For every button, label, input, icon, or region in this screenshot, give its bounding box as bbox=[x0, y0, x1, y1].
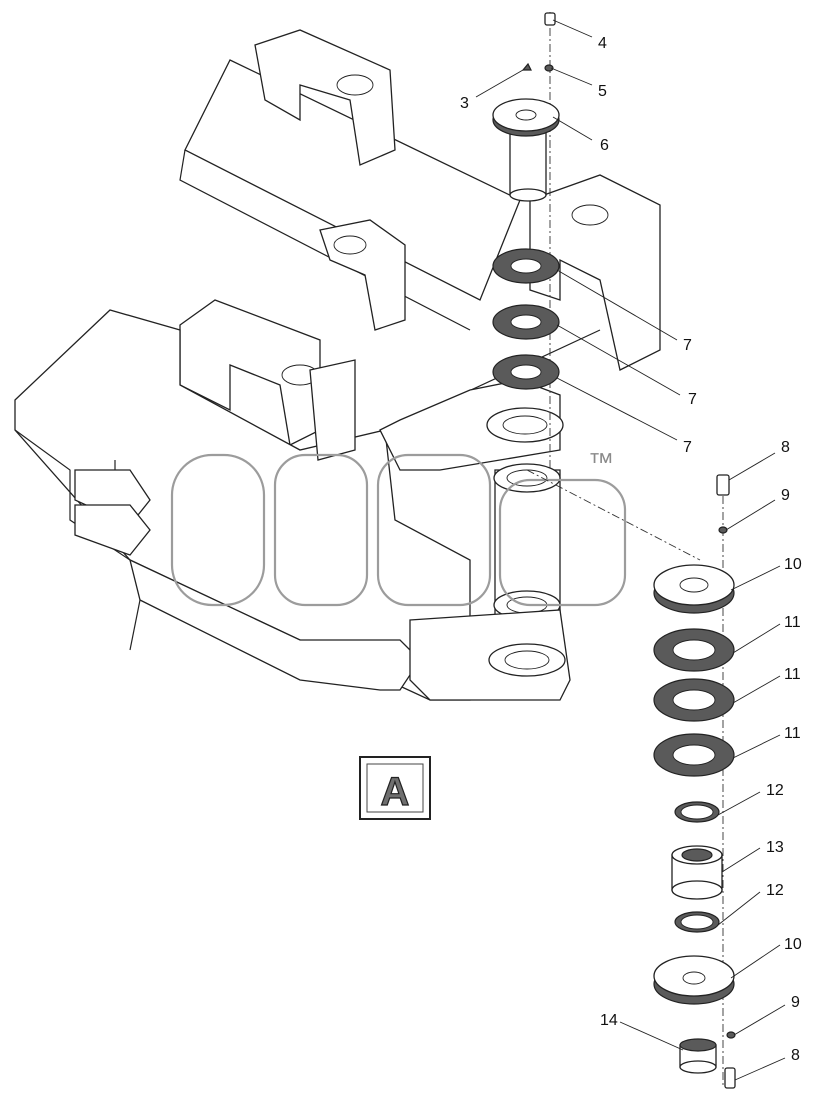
watermark-logo bbox=[170, 453, 627, 607]
callout-10-top: 10 bbox=[784, 556, 802, 573]
callout-4: 4 bbox=[598, 35, 607, 52]
view-badge: A bbox=[359, 756, 431, 820]
part-7-shims bbox=[492, 248, 560, 390]
part-10-flange-bottom bbox=[653, 955, 735, 1005]
callout-11-first: 11 bbox=[784, 614, 801, 631]
leader-lines bbox=[475, 19, 786, 1081]
callout-12-top: 12 bbox=[766, 782, 784, 799]
part-12-seal-bottom bbox=[674, 911, 720, 933]
part-8-bolt-bottom bbox=[724, 1067, 736, 1089]
machine-frame bbox=[14, 29, 661, 701]
callout-7-third: 7 bbox=[683, 439, 692, 456]
callout-11-second: 11 bbox=[784, 666, 801, 683]
part-9-washer-bottom bbox=[726, 1031, 736, 1039]
part-10-flange-top bbox=[653, 564, 735, 614]
callout-7-first: 7 bbox=[683, 337, 692, 354]
callout-12-bottom: 12 bbox=[766, 882, 784, 899]
part-9-washer-top bbox=[718, 526, 728, 534]
view-badge-letter: A bbox=[381, 770, 410, 814]
part-13-bushing bbox=[671, 845, 723, 900]
part-6-king-pin-flange bbox=[492, 98, 560, 202]
callout-5: 5 bbox=[598, 83, 607, 100]
part-8-bolt-top bbox=[716, 474, 730, 496]
callout-8-bottom: 8 bbox=[791, 1047, 800, 1064]
callout-9-bottom: 9 bbox=[791, 994, 800, 1011]
callout-3: 3 bbox=[460, 95, 469, 112]
callout-6: 6 bbox=[600, 137, 609, 154]
part-14-bushing bbox=[679, 1038, 717, 1074]
callout-8-top: 8 bbox=[781, 439, 790, 456]
callout-14: 14 bbox=[600, 1012, 618, 1029]
callout-10-bottom: 10 bbox=[784, 936, 802, 953]
watermark-trademark: ™ bbox=[588, 447, 614, 477]
part-12-seal-top bbox=[674, 801, 720, 823]
part-11-shims bbox=[653, 628, 735, 777]
callout-13: 13 bbox=[766, 839, 784, 856]
part-3-grease-fitting bbox=[521, 62, 532, 71]
callout-7-second: 7 bbox=[688, 391, 697, 408]
part-5-washer bbox=[544, 64, 554, 72]
callout-11-third: 11 bbox=[784, 725, 801, 742]
part-4-bolt bbox=[544, 12, 556, 26]
callout-9-top: 9 bbox=[781, 487, 790, 504]
callout-labels: 3 4 5 6 7 7 7 8 9 10 11 11 11 12 13 12 1… bbox=[460, 35, 802, 1064]
